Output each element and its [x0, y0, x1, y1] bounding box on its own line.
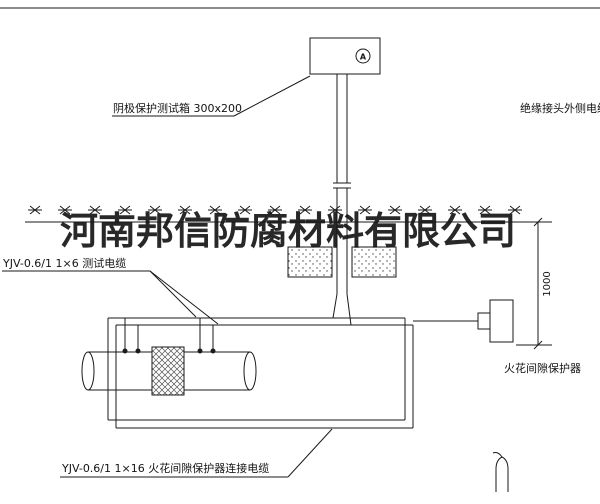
- weld-dot: [210, 348, 216, 354]
- conduit-riser: [333, 74, 351, 294]
- insulation-joint-cable-label: 绝缘接头外侧电缆: [520, 101, 600, 115]
- connection-cable-label: YJV-0.6/1 1×16 火花间隙保护器连接电缆: [61, 461, 269, 475]
- dimension-1000-text: 1000: [542, 271, 553, 296]
- test-box-label: 阴极保护测试箱 300x200: [113, 101, 242, 115]
- test-cable-label: YJV-0.6/1 1×6 测试电缆: [2, 257, 126, 270]
- pipe-end-cap-right: [243, 351, 257, 391]
- dimension-1000: [516, 217, 552, 350]
- pipeline: [81, 346, 257, 396]
- protector-cable-run-bottom: [107, 318, 478, 429]
- meter-circle-icon: [355, 48, 371, 64]
- watermark-text: 河南邦信防腐材料有限公司: [60, 208, 516, 253]
- concrete-block-right: [351, 246, 397, 278]
- weld-dots: [122, 348, 216, 354]
- weld-dot: [122, 348, 128, 354]
- spark-gap-protector: [477, 299, 514, 343]
- weld-dot: [197, 348, 203, 354]
- weld-dot: [135, 348, 141, 354]
- insulating-joint: [151, 346, 185, 396]
- test-cable-leader: [2, 270, 219, 325]
- spark-gap-protector-label: 火花间隙保护器: [504, 361, 581, 375]
- connection-cable-leader: [60, 428, 333, 478]
- dimension-tick: [533, 340, 543, 350]
- pipe-end-cap-left: [81, 351, 95, 391]
- meter-letter: A: [360, 53, 367, 62]
- test-box-leader: [112, 75, 311, 117]
- pipe-break-symbol: [492, 452, 509, 492]
- test-cable-run-top: [108, 293, 413, 351]
- dimension-tick: [533, 217, 543, 227]
- test-box: [309, 37, 381, 75]
- concrete-block-left: [287, 246, 333, 278]
